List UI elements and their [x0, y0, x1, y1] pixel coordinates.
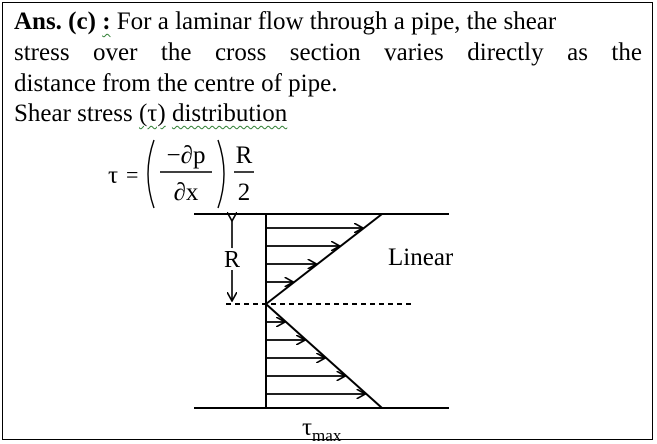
shear-stress-formula: τ = −∂p ∂x R 2	[108, 139, 254, 209]
answer-word: over	[93, 39, 138, 66]
answer-line-1-text: For a laminar flow through a pipe, the s…	[116, 8, 557, 35]
answer-word: stress	[14, 39, 70, 66]
linear-label: Linear	[388, 244, 454, 271]
answer-word: the	[160, 39, 192, 66]
shear-stress-diagram: R Linear τmax	[194, 205, 454, 443]
answer-prefix: Ans. (c)	[14, 8, 96, 35]
formula-lhs: τ	[108, 162, 118, 189]
answer-text: Ans. (c) : For a laminar flow through a …	[14, 6, 646, 99]
formula-right-paren	[217, 139, 225, 209]
answer-word: directly	[467, 39, 544, 66]
answer-word: cross	[214, 39, 267, 66]
answer-box	[2, 2, 653, 440]
answer-line-1: Ans. (c) : For a laminar flow through a …	[14, 6, 646, 37]
formula-denominator: ∂x	[174, 179, 199, 206]
answer-word: as	[567, 39, 588, 66]
formula-numerator: −∂p	[167, 142, 206, 169]
tau-subscript: max	[312, 426, 342, 443]
answer-line-2: stress over the cross section varies dir…	[14, 37, 642, 68]
tau-max-label: τmax	[302, 414, 342, 443]
heading-prefix: Shear stress	[14, 100, 133, 127]
answer-line-3: distance from the centre of pipe.	[14, 70, 338, 97]
answer-colon: :	[102, 8, 111, 35]
answer-word: the	[611, 39, 642, 66]
heading-suffix: distribution	[171, 100, 288, 127]
shear-profile	[264, 213, 385, 409]
distribution-heading: Shear stress (τ) distribution	[14, 100, 287, 128]
formula-equals: =	[126, 162, 138, 187]
radius-label: R	[224, 247, 240, 273]
formula-left-paren	[147, 139, 155, 209]
formula-ratio-denominator: 2	[238, 179, 251, 206]
velocity-arrows	[266, 228, 365, 394]
formula-ratio-numerator: R	[236, 142, 253, 169]
heading-symbol: (τ)	[138, 100, 166, 127]
answer-word: section	[289, 39, 361, 66]
tau-symbol: τ	[302, 414, 312, 441]
answer-word: varies	[384, 39, 444, 66]
